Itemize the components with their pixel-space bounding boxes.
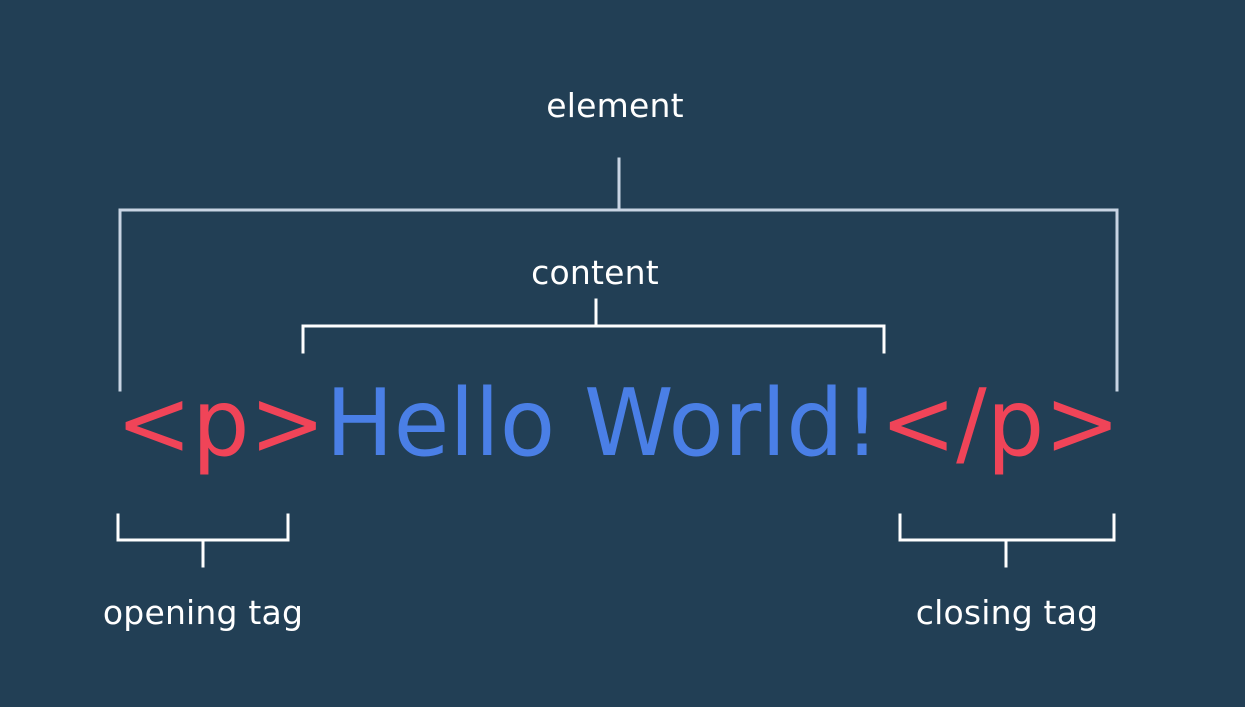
opening-tag-bracket [116, 513, 290, 568]
closing-tag-bracket [898, 513, 1116, 568]
closing-tag: </p> [880, 369, 1121, 477]
opening-tag-label: opening tag [102, 593, 304, 632]
opening-tag: <p> [116, 369, 326, 477]
content-bracket [301, 298, 886, 354]
closing-tag-label: closing tag [915, 593, 1099, 632]
content-text: Hello World! [325, 369, 881, 477]
content-label: content [531, 253, 659, 292]
element-bracket [118, 157, 1119, 392]
code-line: <p>Hello World!</p> [116, 368, 1120, 478]
element-label: element [546, 86, 684, 125]
